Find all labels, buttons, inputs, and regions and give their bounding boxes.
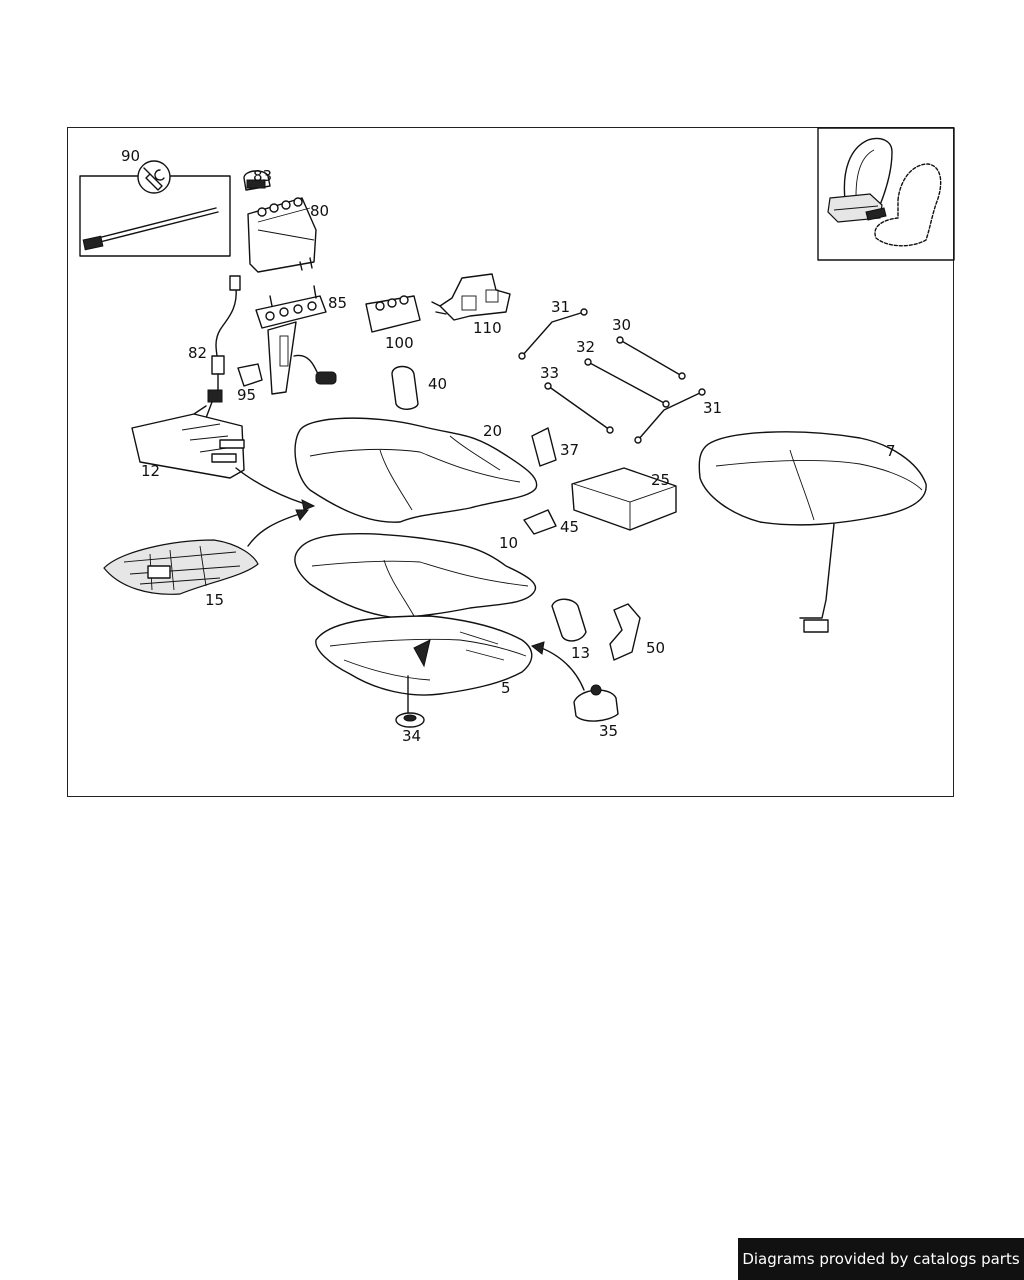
part-labels: 90 83 80 85 82 95 100 110 40 31 30 32 33… bbox=[121, 147, 896, 745]
bracket-110 bbox=[431, 273, 511, 321]
part-label-33: 33 bbox=[540, 364, 559, 382]
part-label-110: 110 bbox=[473, 319, 502, 337]
seat-cushion-10 bbox=[294, 533, 537, 619]
part-label-13: 13 bbox=[571, 644, 590, 662]
part-label-32: 32 bbox=[576, 338, 595, 356]
tool-kit-group bbox=[79, 160, 231, 257]
seat-pan-5 bbox=[315, 615, 533, 717]
control-unit-bracket bbox=[255, 285, 337, 395]
clip-95 bbox=[237, 363, 263, 387]
bracket-50 bbox=[609, 603, 641, 661]
part-label-30: 30 bbox=[612, 316, 631, 334]
part-label-90: 90 bbox=[121, 147, 140, 165]
part-label-83: 83 bbox=[253, 167, 272, 185]
assembly-arrows bbox=[235, 467, 585, 691]
part-label-31-upper: 31 bbox=[551, 298, 570, 316]
motor-35 bbox=[573, 684, 619, 722]
wire-set bbox=[518, 308, 706, 444]
seat-cushion-20 bbox=[294, 417, 538, 523]
part-label-95: 95 bbox=[237, 386, 256, 404]
part-label-85: 85 bbox=[328, 294, 347, 312]
wrench-icon bbox=[143, 167, 165, 191]
part-label-50: 50 bbox=[646, 639, 665, 657]
part-label-40: 40 bbox=[428, 375, 447, 393]
part-label-5: 5 bbox=[501, 679, 511, 697]
seat-mat-15 bbox=[103, 539, 259, 595]
clip-40 bbox=[391, 365, 419, 410]
foam-block-25 bbox=[571, 467, 677, 531]
part-label-100: 100 bbox=[385, 334, 414, 352]
part-label-80: 80 bbox=[310, 202, 329, 220]
seat-thumbnail bbox=[817, 127, 955, 261]
switch-assembly bbox=[243, 170, 317, 273]
clip-37 bbox=[531, 427, 557, 467]
footer-banner: Diagrams provided by catalogs parts bbox=[738, 1238, 1024, 1280]
seat-cushion-7 bbox=[698, 431, 927, 633]
switch-100 bbox=[365, 295, 421, 333]
part-label-82: 82 bbox=[188, 344, 207, 362]
part-label-20: 20 bbox=[483, 422, 502, 440]
part-label-10: 10 bbox=[499, 534, 518, 552]
part-label-35: 35 bbox=[599, 722, 618, 740]
part-label-45: 45 bbox=[560, 518, 579, 536]
part-label-37: 37 bbox=[560, 441, 579, 459]
clip-45 bbox=[523, 509, 557, 535]
heating-mat-12 bbox=[131, 405, 245, 479]
grommet-34 bbox=[395, 712, 425, 728]
part-label-12: 12 bbox=[141, 462, 160, 480]
footer-text: Diagrams provided by catalogs parts bbox=[742, 1250, 1020, 1268]
part-label-34: 34 bbox=[402, 727, 421, 745]
part-label-7: 7 bbox=[886, 442, 896, 460]
part-label-25: 25 bbox=[651, 471, 670, 489]
part-label-15: 15 bbox=[205, 591, 224, 609]
part-label-31-lower: 31 bbox=[703, 399, 722, 417]
clip-13 bbox=[551, 598, 587, 642]
cable-82 bbox=[189, 275, 241, 425]
